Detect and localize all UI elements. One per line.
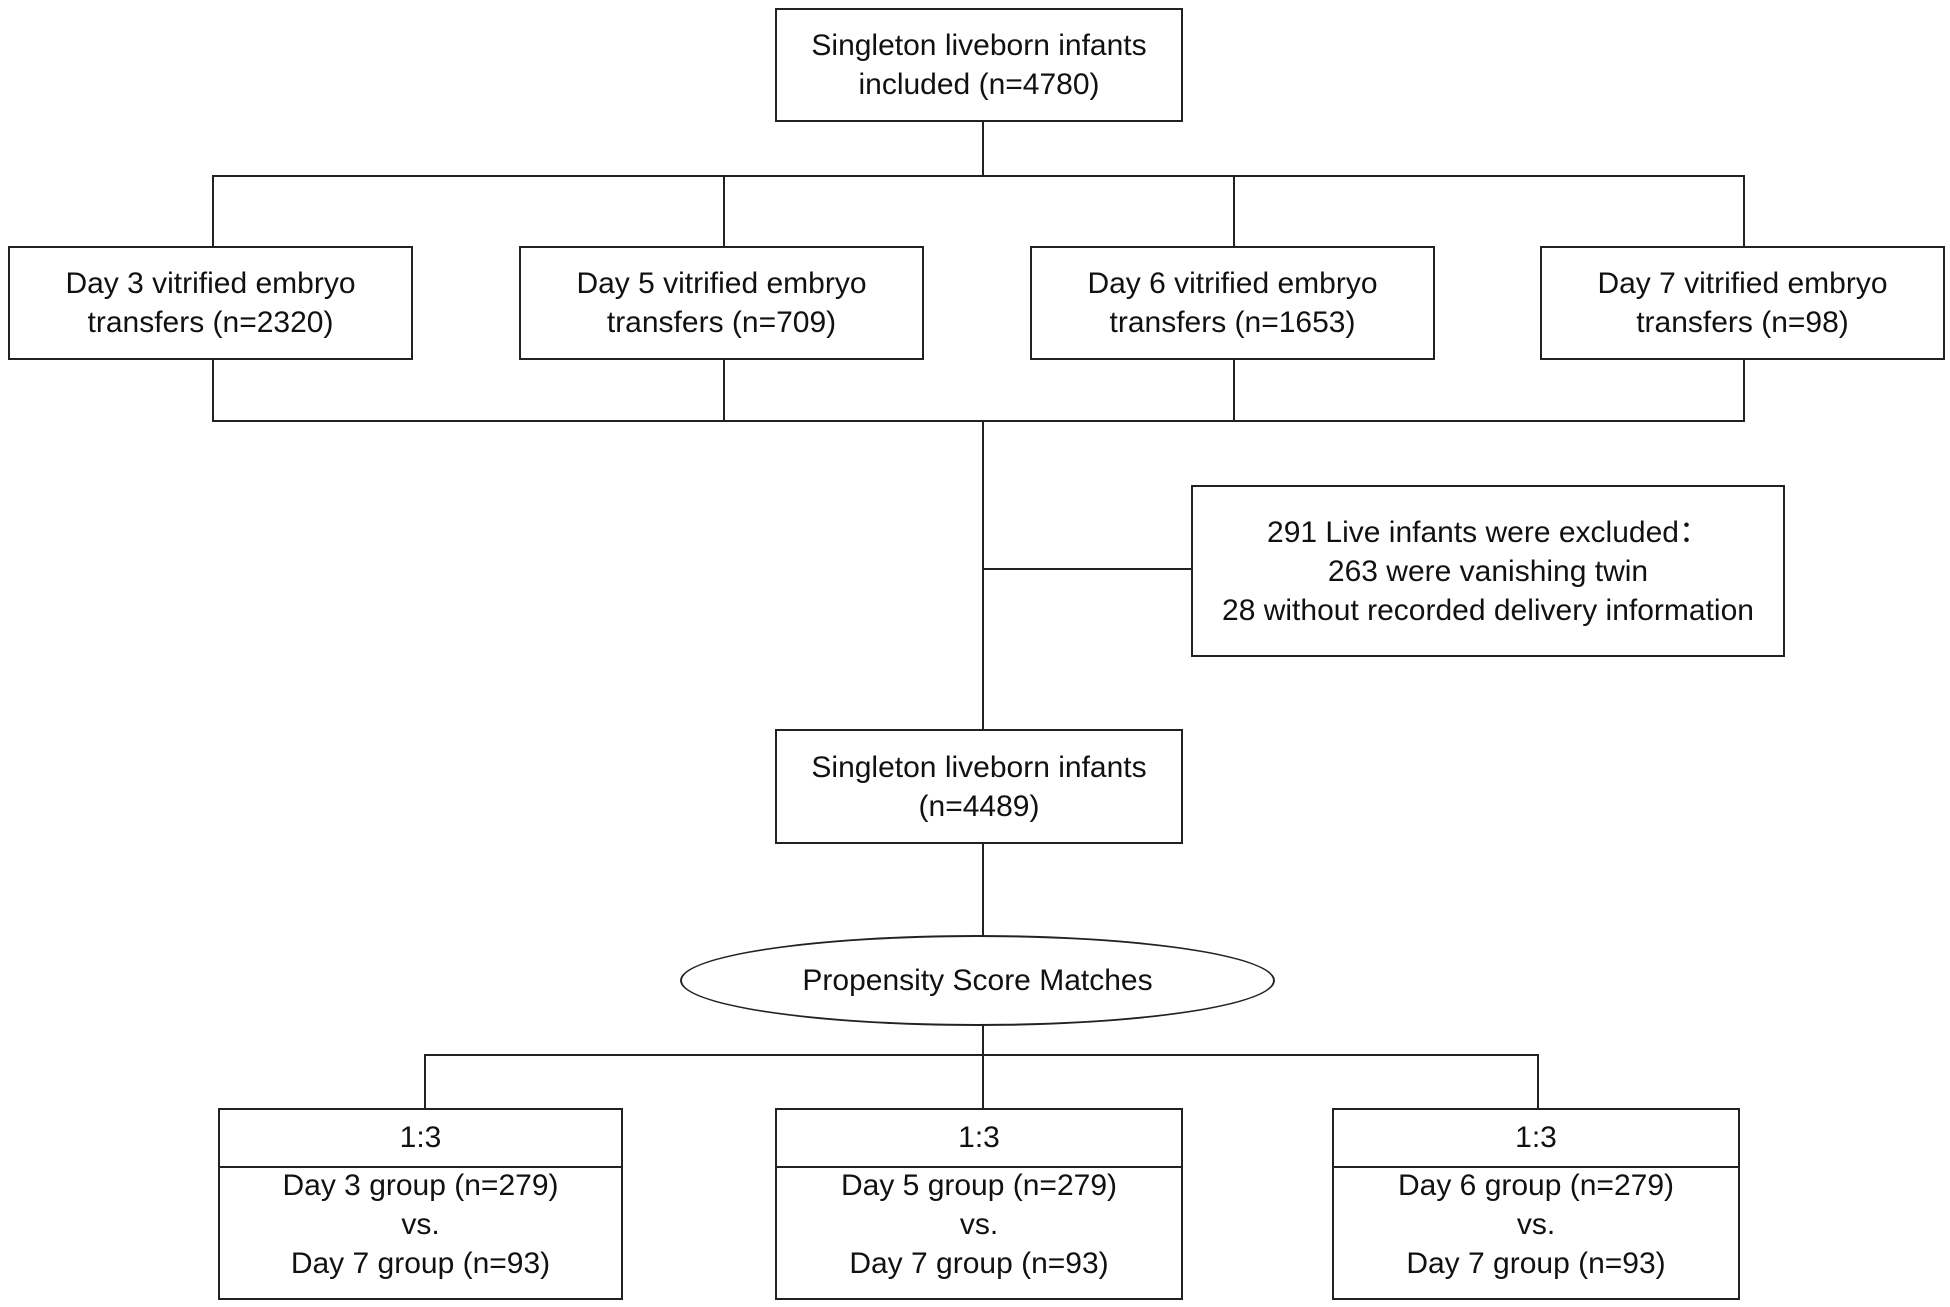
match-detail-day5: Day 5 group (n=279) vs. Day 7 group (n=9… [777,1168,1181,1280]
connector-branch-match2 [982,1054,984,1110]
match-day3-line3: Day 7 group (n=93) [290,1246,551,1280]
connector-top-down [982,120,984,176]
day7-transfers-box: Day 7 vitrified embryo transfers (n=98) [1540,246,1945,360]
exclusion-line2: 263 were vanishing twin [1327,554,1649,588]
connector-merge-down [982,420,984,731]
day3-transfers-line1: Day 3 vitrified embryo [65,267,356,300]
match-day3-line1: Day 3 group (n=279) [282,1168,559,1202]
exclusion-line1: 291 Live infants were excluded： [1267,515,1709,549]
day5-transfers-line2: transfers (n=709) [606,306,837,339]
match-day5-line3: Day 7 group (n=93) [849,1246,1109,1280]
connector-ellipse-down [982,1024,984,1056]
match-day6-line2: vs. [1516,1207,1556,1241]
propensity-score-ellipse: Propensity Score Matches [680,935,1275,1026]
match-box-day3: 1:3 Day 3 group (n=279) vs. Day 7 group … [218,1108,623,1300]
exclusion-box: 291 Live infants were excluded： 263 were… [1191,485,1785,657]
match-day6-line3: Day 7 group (n=93) [1406,1246,1666,1280]
remaining-infants-line1: Singleton liveborn infants [811,750,1147,784]
connector-branch-day7 [1743,175,1745,247]
day6-transfers-line2: transfers (n=1653) [1109,306,1356,339]
day3-transfers-line2: transfers (n=2320) [87,306,334,339]
match-ratio-day3: 1:3 [220,1110,621,1168]
day6-transfers-line1: Day 6 vitrified embryo [1087,267,1378,300]
remaining-infants-box: Singleton liveborn infants (n=4489) [775,729,1183,844]
connector-day6-merge [1233,358,1235,422]
connector-branch-day6 [1233,175,1235,247]
match-box-day6: 1:3 Day 6 group (n=279) vs. Day 7 group … [1332,1108,1740,1300]
connector-merge-bar [212,420,1745,422]
connector-branch-day3 [212,175,214,247]
connector-middle-ellipse [982,843,984,937]
connector-day5-merge [723,358,725,422]
match-day5-line1: Day 5 group (n=279) [840,1168,1117,1202]
connector-branch-match3 [1537,1054,1539,1110]
day7-transfers-line2: transfers (n=98) [1636,306,1849,339]
match-day3-line2: vs. [401,1207,440,1241]
match-day5-line2: vs. [959,1207,999,1241]
remaining-infants-line2: (n=4489) [918,789,1040,823]
match-detail-day6: Day 6 group (n=279) vs. Day 7 group (n=9… [1334,1168,1738,1280]
included-infants-box: Singleton liveborn infants included (n=4… [775,8,1183,122]
day5-transfers-line1: Day 5 vitrified embryo [576,267,867,300]
included-infants-line2: included (n=4780) [858,68,1100,101]
connector-branch-day5 [723,175,725,247]
day6-transfers-box: Day 6 vitrified embryo transfers (n=1653… [1030,246,1435,360]
match-box-day5: 1:3 Day 5 group (n=279) vs. Day 7 group … [775,1108,1183,1300]
day5-transfers-box: Day 5 vitrified embryo transfers (n=709) [519,246,924,360]
connector-top-branch [212,175,1745,177]
propensity-score-label: Propensity Score Matches [802,963,1153,997]
exclusion-line3: 28 without recorded delivery information [1222,593,1754,627]
day3-transfers-box: Day 3 vitrified embryo transfers (n=2320… [8,246,413,360]
match-ratio-day6: 1:3 [1334,1110,1738,1168]
match-ratio-day5: 1:3 [777,1110,1181,1168]
connector-branch-match1 [424,1054,426,1110]
connector-exclusion [982,568,1192,570]
connector-day7-merge [1743,358,1745,422]
included-infants-line1: Singleton liveborn infants [811,29,1147,62]
connector-match-branch [424,1054,1538,1056]
day7-transfers-line1: Day 7 vitrified embryo [1597,267,1888,300]
connector-day3-merge [212,358,214,422]
match-detail-day3: Day 3 group (n=279) vs. Day 7 group (n=9… [220,1168,621,1280]
match-day6-line1: Day 6 group (n=279) [1397,1168,1674,1202]
